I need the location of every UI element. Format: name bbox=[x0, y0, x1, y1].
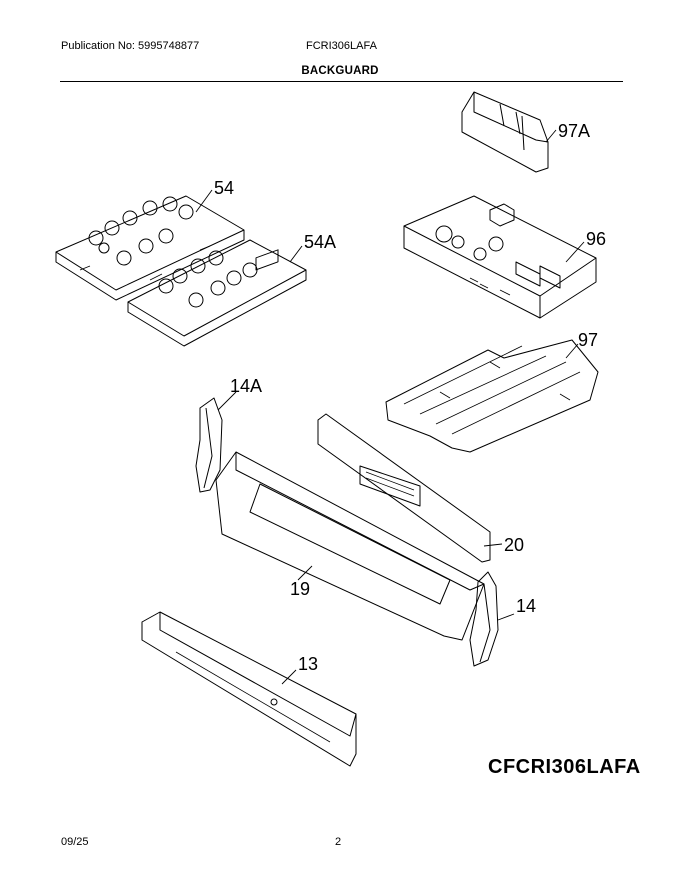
part-97-mounting-plate bbox=[385, 339, 599, 453]
footer-date: 09/25 bbox=[61, 836, 89, 848]
part-97a-bracket bbox=[461, 91, 549, 173]
header-rule bbox=[60, 81, 623, 82]
part-14-side-bracket bbox=[469, 571, 499, 667]
label-97a: 97A bbox=[558, 121, 590, 141]
label-13: 13 bbox=[298, 654, 318, 674]
label-54a: 54A bbox=[304, 232, 336, 252]
diagram-code: CFCRI306LAFA bbox=[488, 756, 641, 778]
part-54a-control-board bbox=[127, 239, 307, 347]
part-14a-side-bracket bbox=[195, 397, 223, 493]
page-number: 2 bbox=[335, 836, 342, 848]
section-title: BACKGUARD bbox=[301, 65, 379, 77]
label-14: 14 bbox=[516, 596, 536, 616]
part-13-lower-trim bbox=[141, 611, 357, 767]
relay-group-54a bbox=[158, 250, 258, 308]
leader-lines bbox=[195, 129, 585, 685]
part-96-power-board bbox=[403, 195, 597, 319]
label-54: 54 bbox=[214, 178, 234, 198]
publication-number: Publication No: 5995748877 bbox=[61, 40, 200, 52]
part-20-display-board bbox=[317, 413, 491, 563]
label-19: 19 bbox=[290, 579, 310, 599]
part-19-control-panel bbox=[215, 451, 485, 641]
label-20: 20 bbox=[504, 535, 524, 555]
label-14a: 14A bbox=[230, 376, 262, 396]
part-54-control-board bbox=[55, 195, 245, 301]
model-number: FCRI306LAFA bbox=[306, 40, 377, 52]
label-96: 96 bbox=[586, 229, 606, 249]
label-97: 97 bbox=[578, 330, 598, 350]
relay-group-54 bbox=[88, 196, 194, 266]
